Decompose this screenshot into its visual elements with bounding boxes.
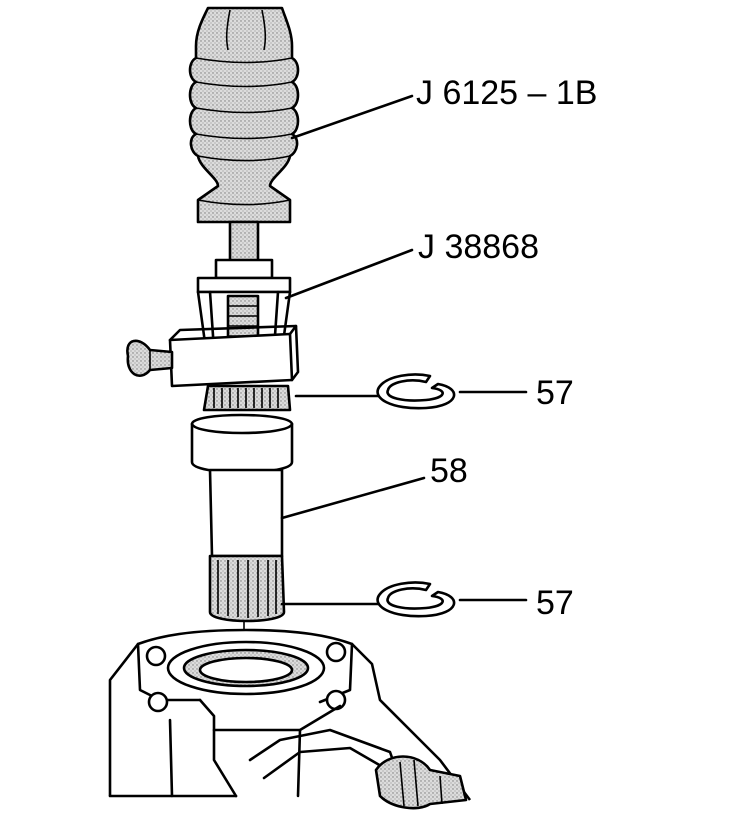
leader-puller <box>290 94 414 140</box>
steering-gear-housing <box>108 628 472 810</box>
retaining-ring-lower-icon <box>376 581 456 618</box>
bearing-shaft-assembly <box>190 384 294 623</box>
callout-bearing-shaft: 58 <box>430 452 468 490</box>
slide-hammer-shaft <box>228 220 260 264</box>
callout-puller-tool: J 6125 – 1B <box>416 74 597 112</box>
leader-adapter <box>284 248 414 300</box>
callout-adapter-tool: J 38868 <box>418 228 539 266</box>
slide-hammer-handle <box>188 6 300 224</box>
callout-retaining-ring-upper: 57 <box>536 374 574 412</box>
adapter-tool <box>126 258 300 388</box>
retaining-ring-upper-icon <box>376 373 456 410</box>
callout-retaining-ring-lower: 57 <box>536 584 574 622</box>
leader-shaft <box>280 476 426 520</box>
